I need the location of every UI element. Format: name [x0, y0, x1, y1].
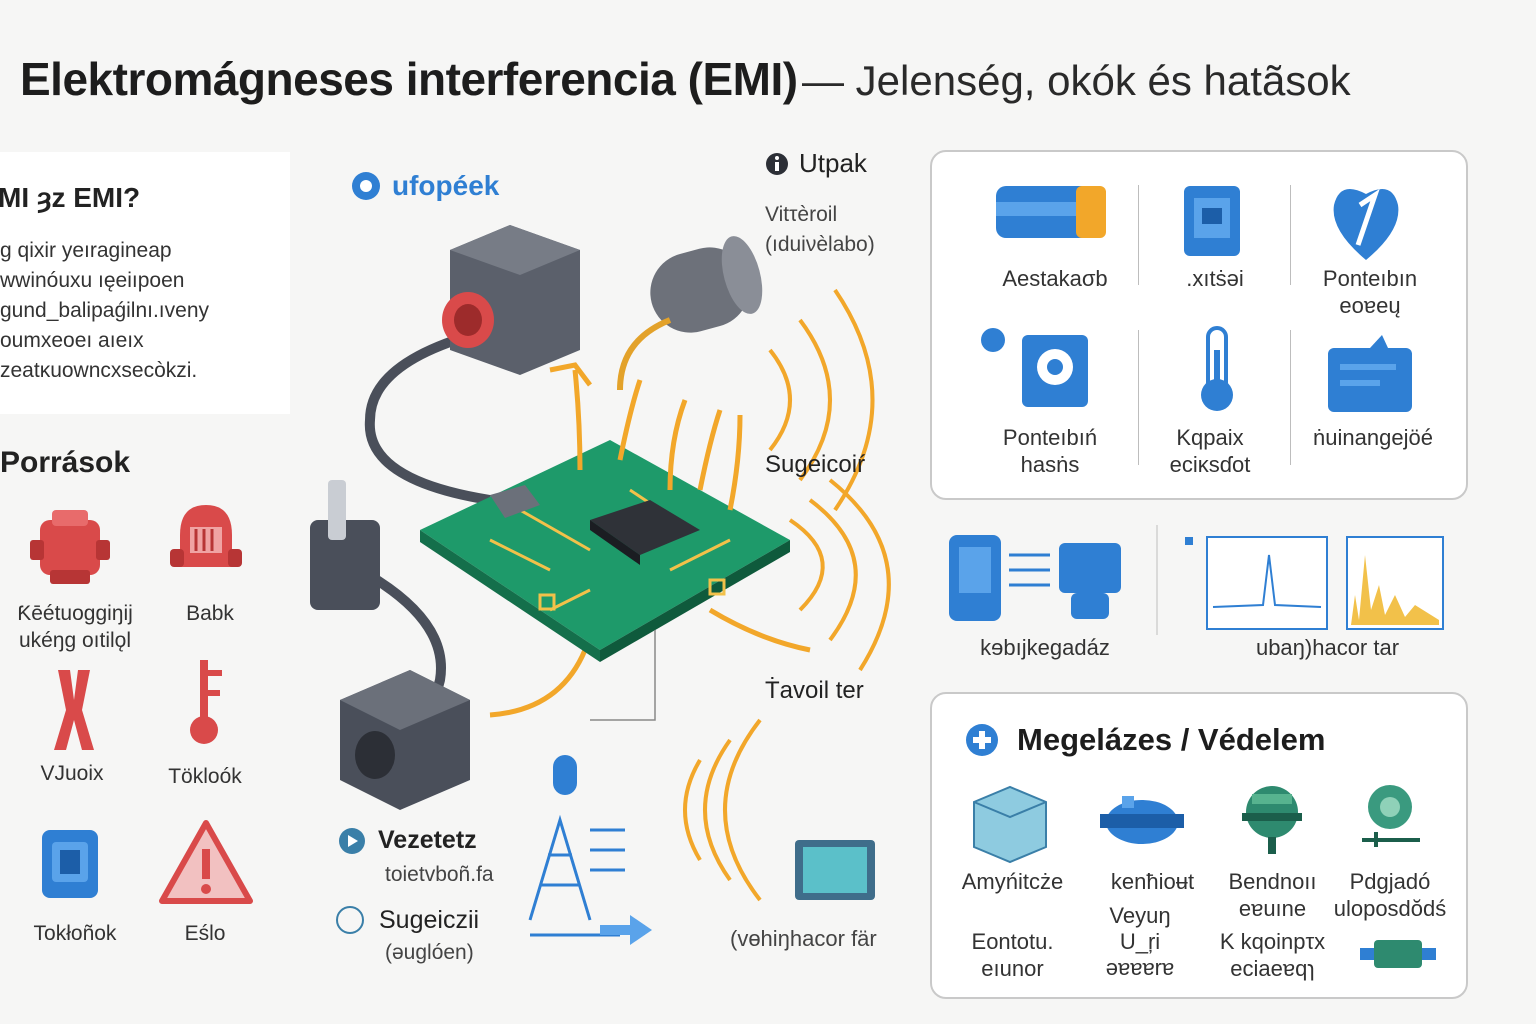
protection-label-6: Veyuŋ U_ŗi əɐɐɐrɐ [1105, 903, 1175, 980]
sugeiczii-sub: (əuglóen) [385, 941, 474, 964]
sources-icons [30, 505, 253, 904]
ground-icon [1362, 785, 1420, 847]
effects-icons [981, 186, 1412, 412]
plug-icon [310, 480, 380, 610]
protection-label-1: Amyńitcże [961, 869, 1064, 894]
page-title: Elektromágneses interferencia (EMI) — Je… [20, 52, 1351, 106]
divider [1138, 330, 1139, 465]
measurement-icons [949, 525, 1444, 635]
label-sugeicoir: Sugeicoiŕ [765, 451, 866, 478]
vezetetz-item: Vezetetz [338, 826, 477, 855]
effect-label-2: .xıtṡəi [1186, 266, 1244, 291]
pcb-board [420, 440, 790, 662]
source-label-key: Tökloók [168, 765, 242, 788]
protection-title: Megelázes / Védelem [965, 722, 1325, 758]
source-label-warning: Eślo [184, 922, 226, 945]
device-icon [42, 830, 98, 898]
filter-icon [1242, 786, 1302, 854]
effect-label-6: ṅuinangejöé [1313, 425, 1433, 450]
emi-illustration [310, 225, 891, 945]
sugeiczii-item: Sugeiczii [335, 905, 479, 935]
intro-card: MI ȝz EMI? g qixir yeıragineap wwinóuxu … [0, 152, 290, 414]
thermometer-icon [1201, 326, 1233, 411]
measure-right-label: ubaŋ)hacor tar [1255, 635, 1400, 660]
title-main: Elektromágneses interferencia (EMI) [20, 53, 798, 105]
info-circle-icon [352, 172, 380, 200]
effect-label-5: Kqpaix eciκsɗot [1169, 425, 1251, 477]
plus-circle-icon [966, 724, 998, 756]
divider [1290, 330, 1291, 465]
intro-text: g qixir yeıragineap wwinóuxu ıęeiıpoen g… [0, 239, 209, 382]
divider [1290, 185, 1291, 285]
bottom-label: (vɵhiŋhacor fär [730, 926, 877, 951]
connector-icon [1360, 940, 1436, 968]
key-icon [190, 660, 222, 744]
spectrum-chart-2 [1346, 536, 1444, 630]
measure-left-label: kɘbıjkegadáz [980, 635, 1110, 660]
message-icon [1328, 335, 1412, 412]
title-sub: — Jelenség, okók és hatãsok [802, 57, 1351, 104]
protection-label-3: Bendnoıı eɐuıne [1228, 869, 1317, 921]
sensor-icon [650, 236, 763, 333]
chip-icon [1184, 186, 1240, 256]
motor-icon [30, 510, 110, 584]
source-label-device: Tokłoñok [33, 922, 117, 945]
lightning-icon [54, 670, 94, 750]
power-box-icon [442, 225, 580, 375]
spectrum-chart-1 [1206, 536, 1328, 630]
scanner-icon [949, 535, 1121, 621]
cable-icon [996, 186, 1106, 238]
source-label-motor: Ƙēétuoggiŋĳ ukéŋg oıtilǫl [17, 602, 133, 652]
info-icon [766, 152, 788, 175]
protection-label-7: K kqoinpτx eciaeɐqɿ [1219, 929, 1326, 981]
effect-label-1: Aestakaσb [1002, 266, 1108, 291]
label-tavoil: Ṫavoil ter [765, 677, 864, 704]
paths-title: Utpak [765, 148, 867, 179]
antenna-icon [528, 814, 625, 937]
circle-outline-icon [336, 906, 364, 934]
monitor-icon [795, 840, 875, 900]
protection-icons [973, 785, 1436, 968]
source-label-relay: Babk [186, 602, 234, 625]
heart-icon [1333, 188, 1399, 260]
cursor-circle-icon [339, 827, 365, 854]
divider [1138, 185, 1139, 285]
center-badge: ufopéek [350, 170, 499, 202]
intro-heading: MI ȝz EMI? [0, 182, 141, 213]
shield-box-icon [973, 785, 1047, 864]
relay-icon [170, 505, 242, 567]
warning-icon [159, 820, 253, 904]
protection-label-4: Pdgjadó uloposdŏdś [1333, 869, 1447, 921]
paths-sub: Vitτèroil (ıduiνèlabo) [765, 203, 875, 256]
vezetetz-sub: toietvboñ.fa [385, 863, 494, 886]
speaker-icon [981, 328, 1088, 407]
effect-label-4: Ponteıbıń hasṅs [1002, 425, 1098, 477]
connector-box-icon [340, 670, 470, 810]
sources-heading: Porrások [0, 446, 131, 479]
source-label-lightning: VJuoix [40, 762, 104, 785]
protection-label-5: Eontotu. eıunor [971, 929, 1054, 981]
ferrite-icon [1100, 796, 1184, 844]
protection-label-2: kenħioʉt [1110, 869, 1195, 894]
effect-label-3: Ponteıbın eoɐeų [1322, 266, 1418, 318]
